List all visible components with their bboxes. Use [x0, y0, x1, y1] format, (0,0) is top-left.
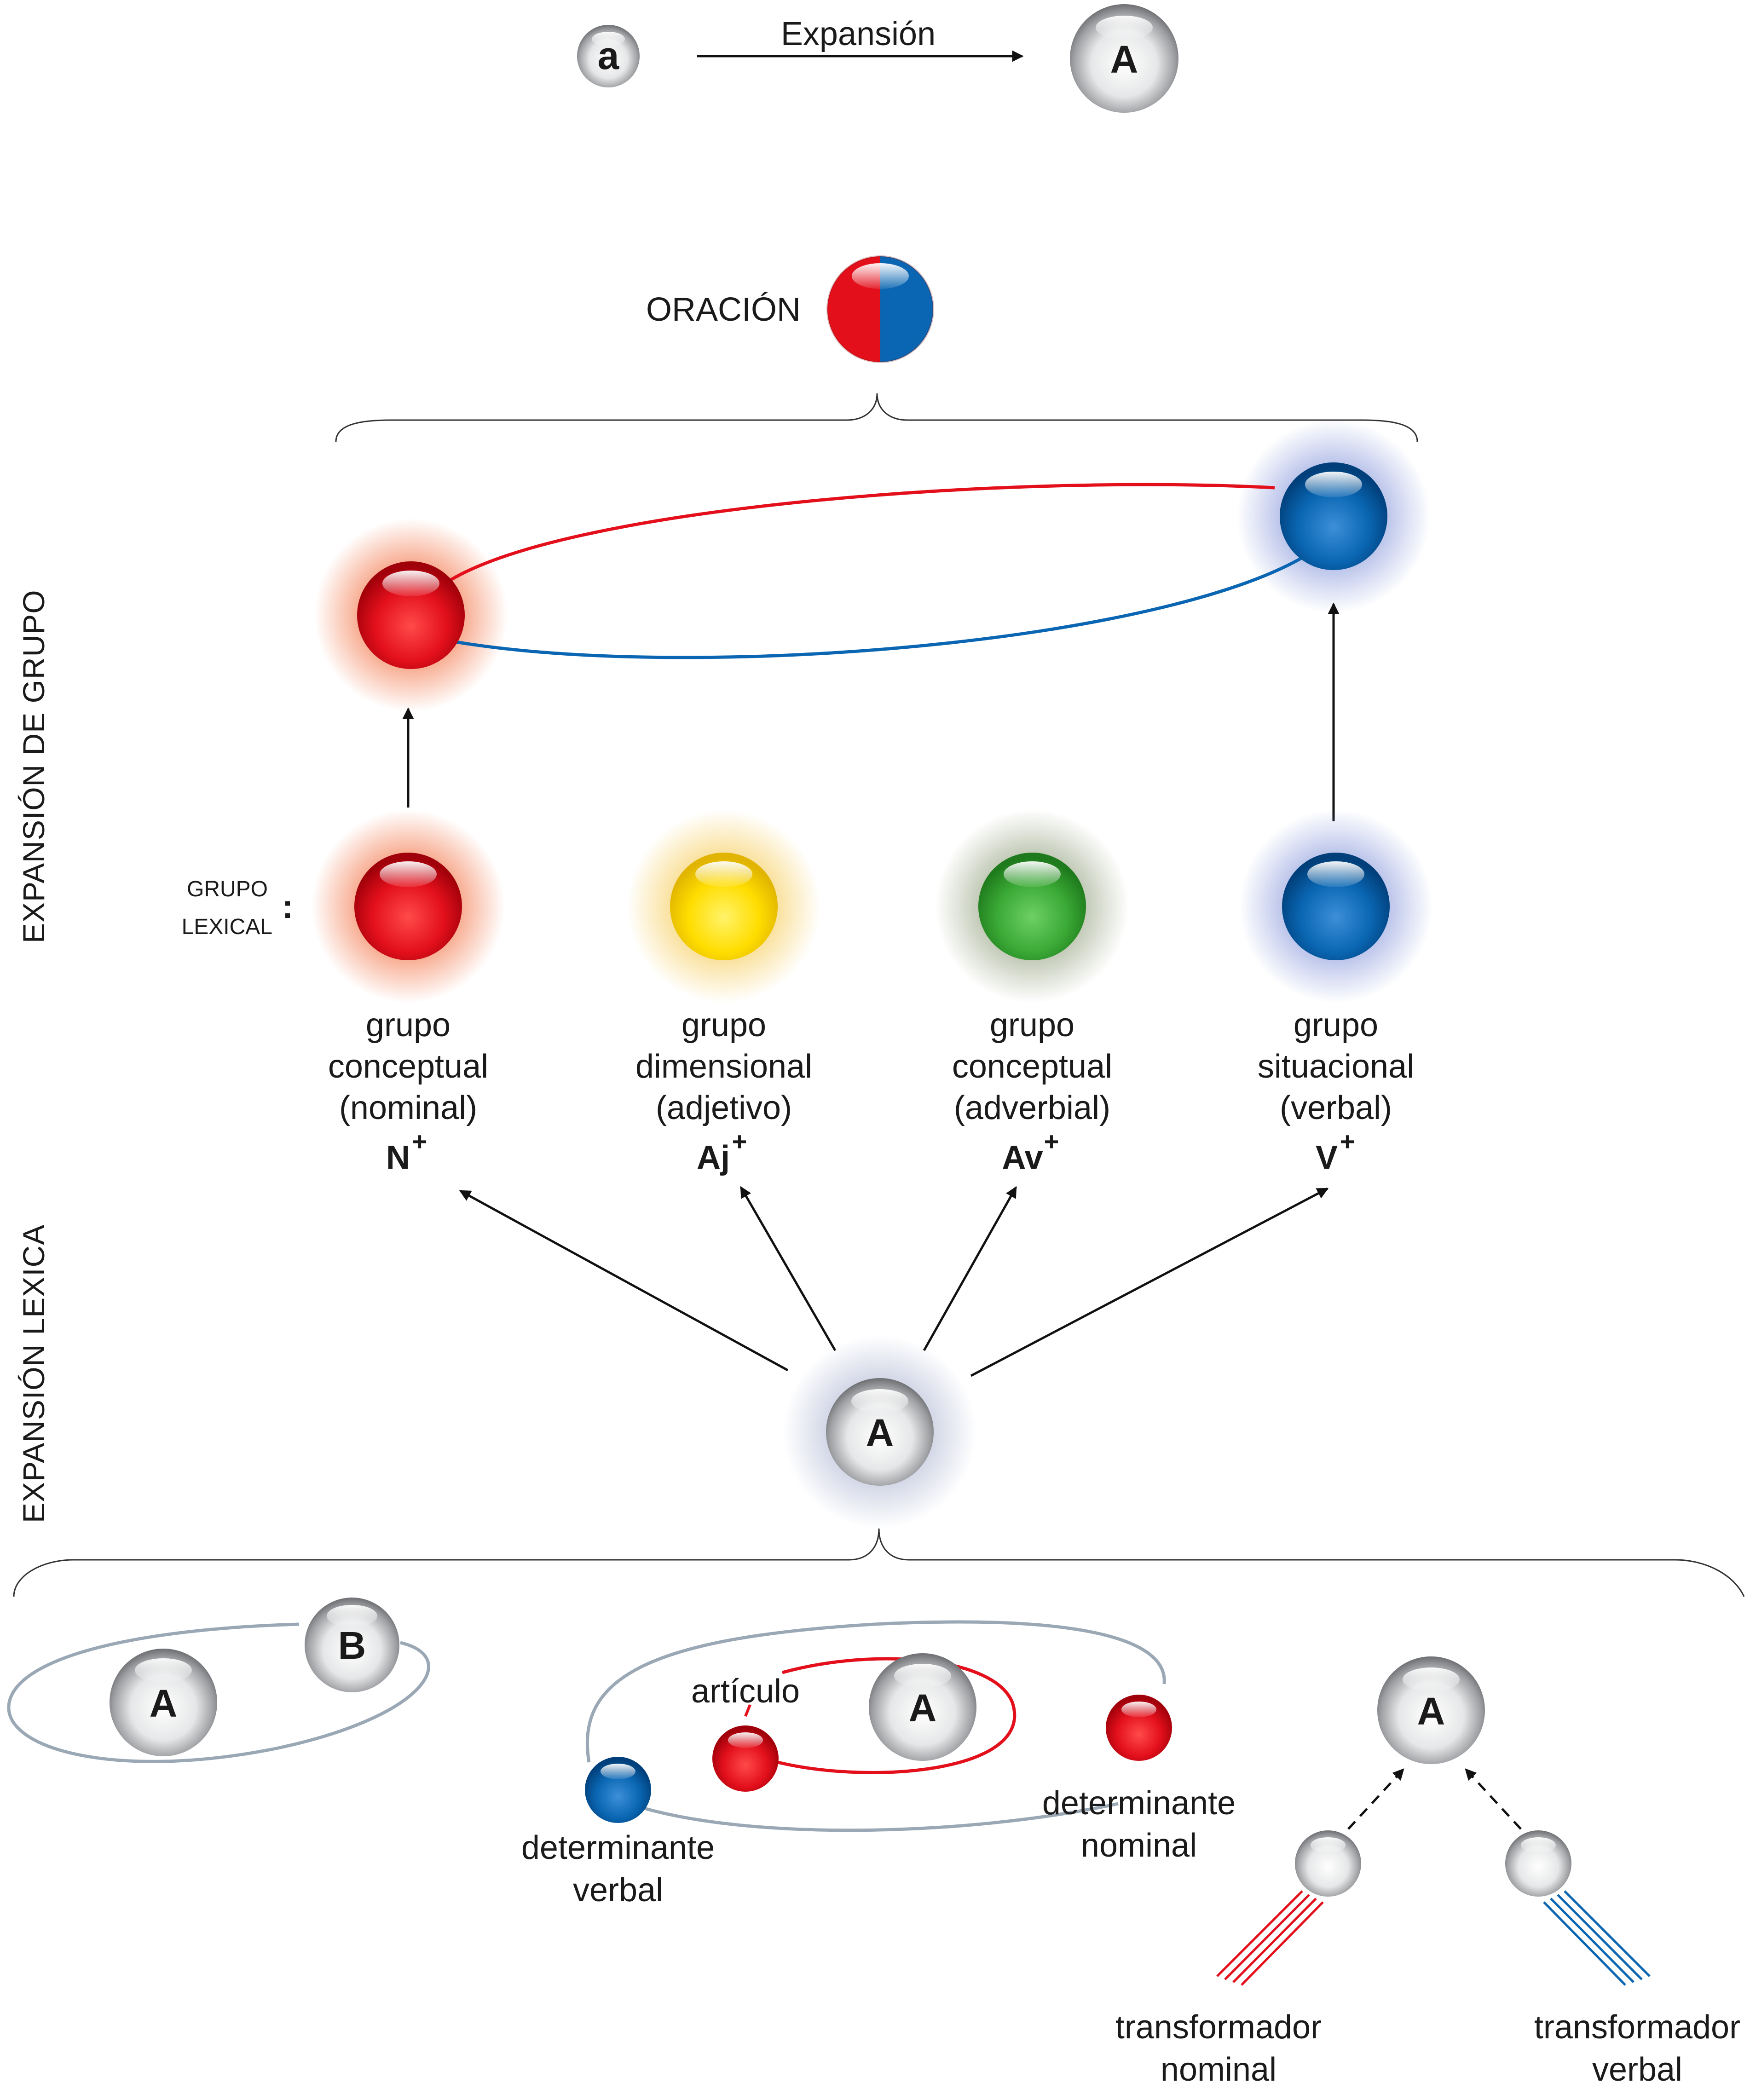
lexical-arrows	[459, 1186, 1329, 1377]
transformer-verbal-lines	[1543, 1890, 1651, 1986]
ball-a-middle-label: A	[909, 1686, 937, 1730]
ball-b-left-label: B	[338, 1624, 366, 1667]
dashed-arrow-left	[1347, 1768, 1404, 1830]
group-expansion	[314, 420, 1430, 821]
ball-adjetivo	[670, 853, 778, 960]
top-expansion: a Expansión A	[577, 4, 1178, 113]
side-label-grupo: EXPANSIÓN DE GRUPO	[17, 589, 51, 943]
dashed-arrow-right	[1465, 1768, 1522, 1830]
group-3-l2: situacional	[1258, 1048, 1414, 1085]
articulo-tick	[744, 1704, 751, 1717]
tn-label-1: transformador	[1115, 2009, 1322, 2046]
ball-adverbial	[978, 853, 1086, 960]
transformer-nominal-lines	[1216, 1890, 1324, 1986]
group-3-l3: (verbal)	[1280, 1090, 1392, 1126]
grupo-lexical: GRUPO LEXICAL :	[182, 877, 293, 939]
side-label-lexica: EXPANSIÓN LEXICA	[17, 1224, 51, 1523]
oracion-group: ORACIÓN	[646, 255, 934, 363]
tv-label-2: verbal	[1592, 2051, 1682, 2088]
group-1-sup: +	[732, 1127, 747, 1156]
small-ball-a-label: a	[598, 34, 620, 77]
brace-bottom	[13, 1528, 1745, 1597]
grupo-lexical-colon: :	[282, 888, 293, 925]
loop-blue	[455, 556, 1303, 659]
tn-label-2: nominal	[1161, 2051, 1276, 2088]
arrow-to-adjetivo	[739, 1186, 837, 1351]
det-verbal-label-2: verbal	[573, 1872, 663, 1909]
oracion-label: ORACIÓN	[646, 291, 801, 328]
det-nominal-label-1: determinante	[1042, 1785, 1236, 1822]
brace-top	[335, 393, 1418, 442]
group-blue-ball	[1280, 462, 1387, 570]
bottom-right: A transformador nominal transformador ve…	[1115, 1656, 1740, 2088]
arrow-to-nominal	[459, 1189, 789, 1372]
group-label-adjetivo: grupo dimensional (adjetivo) Aj +	[635, 1007, 812, 1176]
group-label-nominal: grupo conceptual (nominal) N +	[328, 1007, 488, 1176]
ball-b-left	[305, 1598, 399, 1692]
group-label-verbal: grupo situacional (verbal) V +	[1258, 1007, 1414, 1176]
group-2-sup: +	[1044, 1127, 1059, 1156]
lexical-balls	[312, 810, 1432, 1003]
group-0-l3: (nominal)	[339, 1090, 477, 1126]
group-0-sym: N	[386, 1139, 410, 1176]
ball-nominal	[354, 853, 462, 960]
articulo-label: artículo	[691, 1673, 800, 1710]
orbit-inner	[777, 1657, 1017, 1774]
group-0-l2: conceptual	[328, 1048, 488, 1085]
ball-verbal	[1282, 853, 1390, 960]
ball-a-left-label: A	[150, 1682, 178, 1725]
group-0-l1: grupo	[366, 1007, 450, 1044]
group-label-adverbial: grupo conceptual (adverbial) Av +	[952, 1007, 1112, 1176]
arrow-to-verbal	[970, 1187, 1329, 1377]
orbit-outer	[585, 1620, 1166, 1763]
ball-a-middle	[869, 1653, 976, 1761]
big-ball-a-label: A	[1110, 38, 1138, 81]
group-red-ball	[357, 561, 465, 669]
center-a: A	[783, 1335, 976, 1529]
det-nominal-label-2: nominal	[1081, 1827, 1197, 1864]
tv-label-1: transformador	[1534, 2009, 1740, 2046]
group-3-l1: grupo	[1294, 1007, 1378, 1044]
bottom-middle: A artículo determinante verbal determina…	[521, 1620, 1236, 1909]
bottom-left: A B	[7, 1598, 430, 1763]
group-1-sym: Aj	[697, 1139, 730, 1176]
group-2-sym: Av	[1002, 1139, 1043, 1176]
oracion-ball	[826, 255, 934, 363]
group-0-sup: +	[412, 1127, 427, 1156]
group-1-l1: grupo	[682, 1007, 766, 1044]
center-ball-a-label: A	[866, 1411, 894, 1454]
group-2-l1: grupo	[990, 1007, 1074, 1044]
det-verbal-label-1: determinante	[521, 1829, 715, 1866]
ball-a-left	[110, 1649, 217, 1756]
arrow-to-adverbial	[923, 1186, 1017, 1351]
orbit-ab	[7, 1622, 430, 1763]
group-1-l2: dimensional	[635, 1048, 812, 1085]
group-3-sup: +	[1340, 1127, 1355, 1156]
group-2-l2: conceptual	[952, 1048, 1112, 1085]
grupo-lexical-line2: LEXICAL	[182, 915, 272, 939]
grupo-lexical-line1: GRUPO	[187, 877, 268, 901]
loop-red	[450, 483, 1275, 582]
group-2-l3: (adverbial)	[954, 1090, 1110, 1126]
group-1-l3: (adjetivo)	[656, 1090, 792, 1126]
orbit-outer-lower	[644, 1802, 1119, 1832]
big-ball-a	[1070, 4, 1178, 113]
group-labels: grupo conceptual (nominal) N + grupo dim…	[328, 1007, 1414, 1176]
group-3-sym: V	[1316, 1139, 1338, 1176]
ball-a-right-label: A	[1417, 1690, 1445, 1733]
expansion-label: Expansión	[781, 16, 936, 52]
